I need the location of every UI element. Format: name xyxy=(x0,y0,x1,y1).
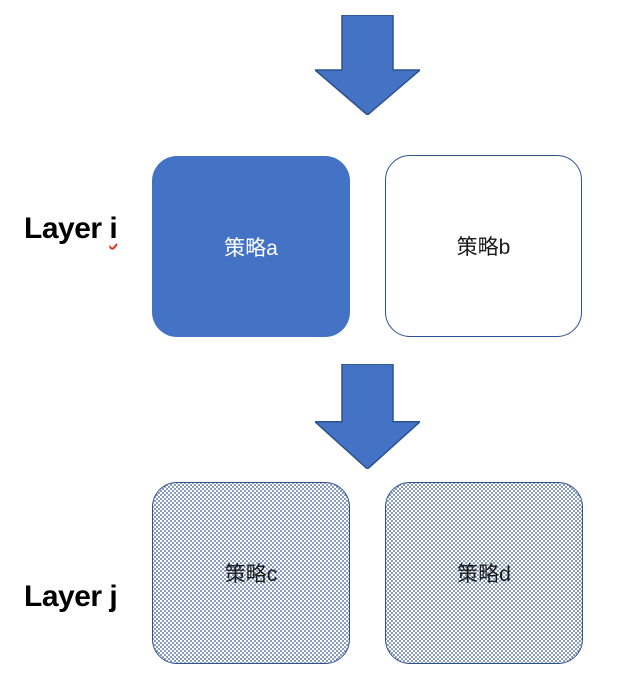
layer-i-word: Layer xyxy=(24,212,102,245)
node-strategy-d: 策略d xyxy=(385,482,583,664)
node-strategy-d-label: 策略d xyxy=(457,563,511,586)
layer-j-label: Layer j xyxy=(24,578,118,616)
node-strategy-c-label: 策略c xyxy=(224,563,278,586)
node-strategy-a: 策略a xyxy=(152,156,350,337)
node-strategy-b-label: 策略b xyxy=(456,236,511,259)
down-arrow-icon xyxy=(315,15,420,115)
layer-j-word: Layer xyxy=(24,580,102,613)
node-strategy-b: 策略b xyxy=(385,155,582,337)
layer-j-index: j xyxy=(109,580,118,613)
node-strategy-c: 策略c xyxy=(152,482,350,664)
layer-i-index: i xyxy=(109,212,118,245)
down-arrow-icon xyxy=(315,364,420,469)
layer-i-label: Layer i xyxy=(24,210,118,248)
node-strategy-a-label: 策略a xyxy=(224,236,278,260)
